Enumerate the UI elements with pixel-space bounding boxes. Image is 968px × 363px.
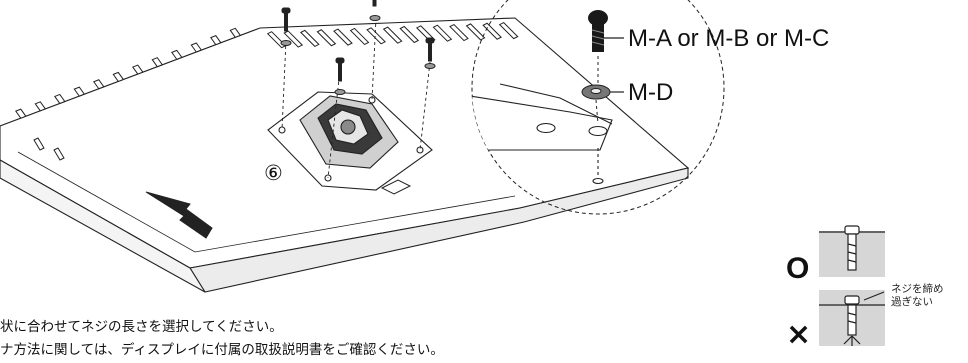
vent-slot — [316, 29, 337, 47]
instruction-note-2: ナ方法に関しては、ディスプレイに付属の取扱説明書をご確認ください。 — [0, 342, 444, 358]
vent-slot — [112, 71, 125, 83]
vent-slot — [382, 26, 403, 44]
screw-guides — [281, 17, 431, 179]
vent-slot — [15, 108, 27, 119]
instruction-note-1: 状に合わせてネジの長さを選択してください。 — [0, 319, 283, 335]
overtighten-caption-line1: ネジを締め — [891, 282, 944, 295]
correct-screw-icon — [819, 225, 885, 271]
vesa-bracket — [267, 91, 433, 191]
vent-slot — [283, 30, 304, 48]
washer-icon — [280, 40, 292, 46]
base-slot — [380, 179, 412, 195]
vent-slot — [333, 28, 353, 46]
vent-slot — [399, 25, 420, 44]
overtighten-caption-line2: 過ぎない — [891, 295, 933, 308]
wrong-symbol: × — [786, 317, 811, 352]
vent-slot — [366, 27, 386, 45]
screw-icon — [425, 37, 435, 44]
washer-callout-label: M-D — [628, 79, 673, 106]
vent-slot — [449, 23, 469, 42]
vent-slot — [190, 42, 203, 53]
part-number-label: ⑥ — [264, 162, 283, 185]
screw-icon — [281, 7, 291, 14]
vent-slot — [33, 137, 45, 151]
screw-shaft — [338, 62, 342, 82]
screw-shaft — [428, 42, 432, 62]
vent-slot — [432, 24, 453, 42]
vent-slot — [151, 57, 164, 68]
screw-callout-label: M-A or M-B or M-C — [628, 25, 829, 52]
vent-slot — [93, 79, 105, 90]
washer-icon — [334, 89, 346, 95]
vent-slot — [498, 21, 519, 40]
correct-symbol: O — [786, 252, 809, 285]
tightening-legend: O × ネジを締め 過ぎない — [786, 225, 944, 352]
vent-slot — [299, 29, 320, 48]
screw-icon — [335, 57, 345, 64]
screw-set — [280, 0, 436, 95]
detail-screw-icon — [588, 10, 608, 84]
vent-slot — [132, 64, 144, 75]
vent-slot — [229, 27, 242, 38]
vent-slot — [465, 23, 486, 41]
detail-washer-icon — [581, 84, 611, 125]
washer-icon — [424, 63, 436, 69]
vent-slot — [73, 86, 86, 97]
vent-slot — [210, 35, 222, 46]
vent-slot — [53, 147, 65, 161]
vent-slots — [15, 21, 519, 161]
vent-slot — [54, 93, 66, 105]
screw-shaft — [372, 0, 377, 7]
washer-icon — [369, 15, 381, 21]
screw-shaft — [284, 12, 288, 32]
detail-magnifier — [471, 0, 725, 215]
vent-slot — [349, 27, 370, 46]
vent-slot — [482, 22, 502, 40]
vent-slot — [171, 49, 183, 60]
direction-arrow-icon — [145, 191, 213, 239]
overtightened-screw-icon — [819, 295, 885, 346]
vent-slot — [34, 101, 47, 112]
